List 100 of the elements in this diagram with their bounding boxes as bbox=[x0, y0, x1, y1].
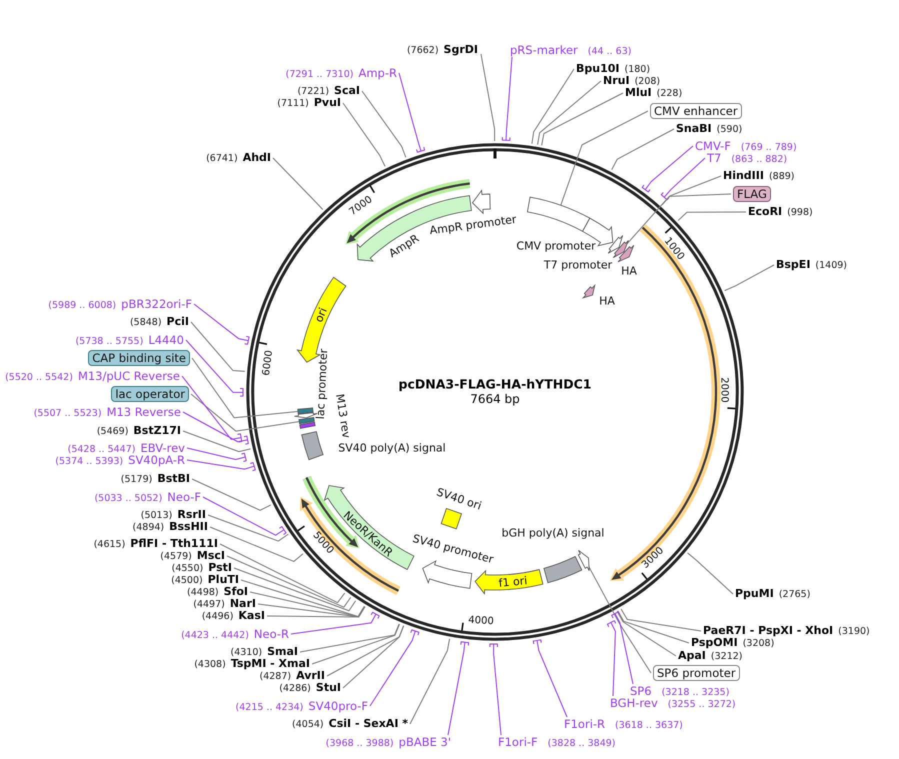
leader-line bbox=[724, 264, 774, 292]
primer-label: SP6 (3218 .. 3235) bbox=[630, 685, 730, 697]
feature-label: f1 ori bbox=[498, 574, 528, 590]
restriction-site-label: NruI (208) bbox=[603, 75, 660, 87]
leader-line bbox=[480, 54, 496, 142]
feature-label: T7 promoter bbox=[544, 258, 612, 272]
feature-label: CMV promoter bbox=[516, 240, 596, 252]
restriction-site-label: (5179) BstBI bbox=[120, 473, 190, 485]
feature-tag: CAP binding site bbox=[88, 350, 190, 366]
feature-tag: SP6 promoter bbox=[653, 665, 740, 681]
restriction-site-label: ApaI (3212) bbox=[678, 650, 742, 662]
restriction-site-label: BspEI (1409) bbox=[776, 259, 848, 271]
leader-line bbox=[626, 194, 732, 244]
leader-line bbox=[182, 412, 249, 445]
feature-tag: CMV enhancer bbox=[650, 103, 742, 119]
leader-line bbox=[186, 460, 256, 472]
restriction-site-label: (4498) SfoI bbox=[187, 586, 248, 598]
primer-label: (5738 .. 5755) L4440 bbox=[75, 334, 184, 346]
leader-line bbox=[226, 556, 352, 608]
leader-line bbox=[342, 625, 404, 688]
leader-line bbox=[448, 641, 470, 736]
feature-block bbox=[527, 196, 590, 232]
restriction-site-label: (4550) PstI bbox=[172, 562, 232, 574]
restriction-site-label: (6741) AhdI bbox=[206, 152, 271, 164]
primer-label: (5520 .. 5542) M13/pUC Reverse bbox=[5, 370, 180, 382]
leader-line bbox=[531, 68, 574, 144]
leader-line bbox=[220, 544, 346, 604]
restriction-site-label: (4615) PflFI - Tth111I bbox=[94, 538, 218, 550]
feature-label: lac promoter bbox=[314, 348, 330, 420]
restriction-site-label: (7221) ScaI bbox=[297, 85, 360, 97]
leader-line bbox=[660, 158, 706, 200]
feature-label: SV40 poly(A) signal bbox=[338, 442, 446, 454]
leader-line bbox=[607, 620, 616, 696]
scale-label: 4000 bbox=[468, 614, 494, 627]
restriction-site-label: HindIII (889) bbox=[723, 170, 795, 182]
leader-line bbox=[258, 604, 366, 618]
restriction-site-label: (4496) KasI bbox=[202, 610, 265, 622]
leader-line bbox=[617, 610, 690, 644]
leader-line bbox=[616, 610, 676, 656]
restriction-site-label: PspOMI (3208) bbox=[691, 637, 774, 649]
primer-label: CMV-F (769 .. 789) bbox=[695, 140, 797, 152]
restriction-site-label: (4579) MscI bbox=[160, 550, 225, 562]
feature-tag: lac operator bbox=[111, 386, 189, 402]
leader-line bbox=[489, 643, 502, 736]
primer-label: (5428 .. 5447) EBV-rev bbox=[68, 442, 185, 454]
leader-line bbox=[398, 72, 426, 153]
primer-label: BGH-rev (3255 .. 3272) bbox=[610, 697, 736, 709]
primer-label: F1ori-R (3618 .. 3637) bbox=[564, 718, 683, 730]
primer-label: T7 (863 .. 882) bbox=[707, 152, 788, 164]
leader-line bbox=[611, 611, 634, 684]
plasmid-name: pcDNA3-FLAG-HA-hYTHDC1 bbox=[398, 376, 592, 392]
leader-line bbox=[202, 496, 287, 536]
feature-label: HA bbox=[621, 264, 637, 278]
leader-line bbox=[537, 80, 602, 146]
leader-line bbox=[541, 92, 624, 146]
feature-label: bGH poly(A) signal bbox=[502, 526, 604, 540]
feature-label: HA bbox=[599, 294, 615, 308]
leader-line bbox=[687, 552, 734, 594]
leader-line bbox=[620, 608, 702, 632]
feature-tag: FLAG bbox=[733, 186, 771, 202]
leader-line bbox=[234, 568, 356, 612]
leader-line bbox=[186, 448, 247, 462]
leader-line bbox=[662, 176, 722, 206]
feature-label: ori bbox=[312, 306, 330, 325]
restriction-site-label: SnaBI (590) bbox=[676, 123, 742, 135]
leader-line bbox=[532, 639, 568, 718]
leader-line bbox=[192, 358, 298, 418]
restriction-site-label: (5469) BstZ17I bbox=[96, 425, 181, 437]
leader-line bbox=[642, 146, 694, 192]
leader-line bbox=[250, 592, 366, 618]
leader-line bbox=[208, 514, 289, 542]
restriction-site-label: Bpu10I (180) bbox=[576, 63, 650, 75]
feature-block bbox=[297, 408, 314, 414]
restriction-site-label: (5013) RsrII bbox=[140, 509, 206, 521]
restriction-site-label: (4054) CsiI - SexAI * bbox=[292, 718, 408, 730]
leader-line bbox=[182, 430, 252, 452]
leader-line bbox=[370, 629, 420, 706]
primer-label: F1ori-F (3828 .. 3849) bbox=[498, 736, 616, 748]
restriction-site-label: (4286) StuI bbox=[279, 682, 341, 694]
feature-segment bbox=[578, 550, 590, 572]
restriction-site-label: PaeR7I - PspXI - XhoI (3190) bbox=[703, 625, 870, 637]
restriction-site-label: (4308) TspMI - XmaI bbox=[194, 658, 310, 670]
leader-line bbox=[194, 304, 250, 345]
restriction-site-label: (5848) PciI bbox=[130, 316, 189, 328]
primer-label: (5989 .. 6008) pBR322ori-F bbox=[48, 298, 192, 310]
feature-segment bbox=[612, 240, 629, 258]
scale-label: 6000 bbox=[260, 349, 275, 376]
leader-line bbox=[502, 56, 512, 141]
leader-line bbox=[678, 212, 746, 221]
leader-line bbox=[326, 625, 404, 676]
leader-line bbox=[611, 128, 674, 170]
primer-label: (3968 .. 3988) pBABE 3' bbox=[326, 736, 451, 748]
leader-line bbox=[410, 638, 450, 724]
leader-line bbox=[290, 612, 380, 634]
restriction-site-label: MluI (228) bbox=[625, 87, 682, 99]
primer-label: (5374 .. 5393) SV40pA-R bbox=[55, 454, 185, 466]
restriction-site-label: (4497) NarI bbox=[193, 598, 256, 610]
restriction-site-label: (7662) SgrDI bbox=[406, 44, 478, 56]
leader-line bbox=[588, 566, 652, 674]
primer-label: (4423 .. 4442) Neo-R bbox=[181, 628, 289, 640]
